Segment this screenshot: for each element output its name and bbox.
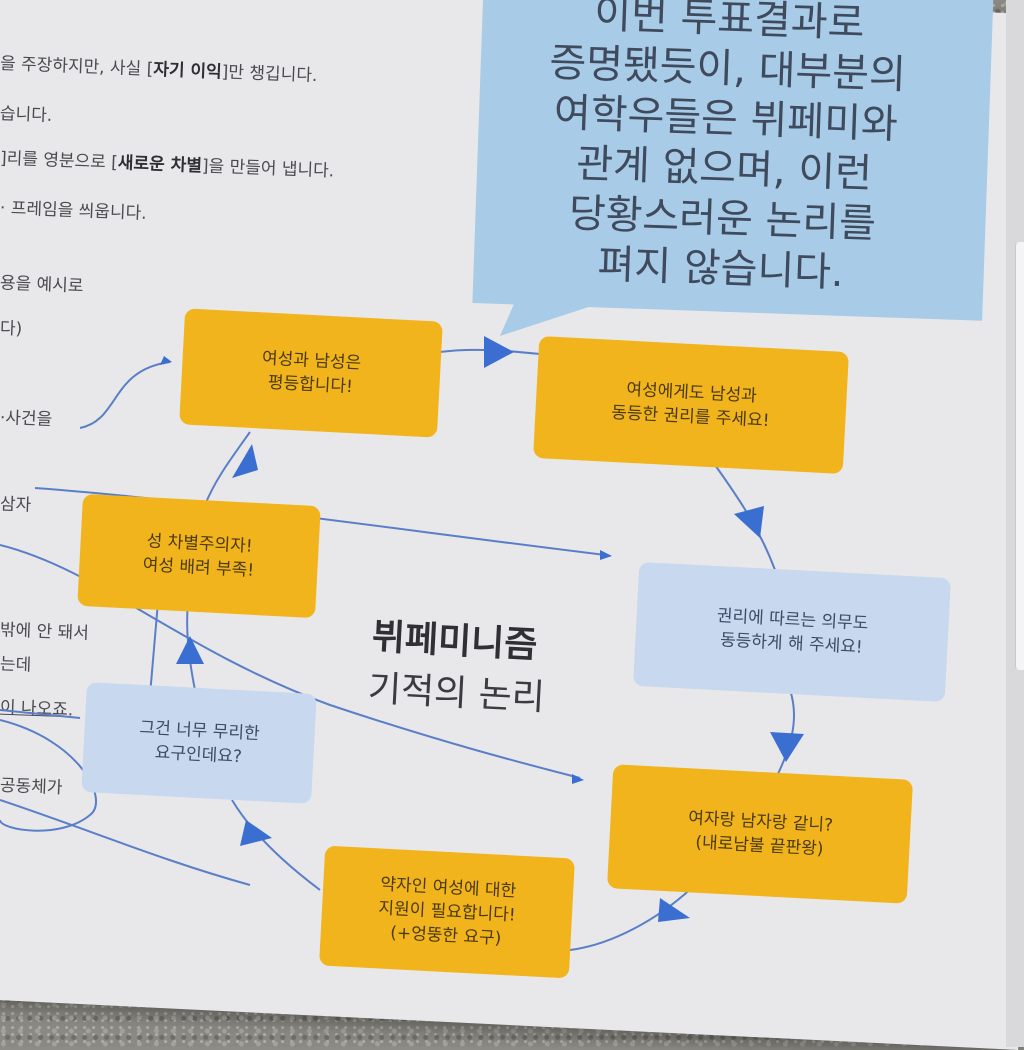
- connector-n7-n1: [204, 431, 251, 506]
- connector-intro: [79, 361, 171, 429]
- node-sexist: 성 차별주의자!여성 배려 부족!: [77, 493, 321, 619]
- connector-lower: [0, 799, 251, 886]
- arrowhead-4: [658, 898, 690, 922]
- connector-in: [0, 709, 81, 719]
- connector-n4-n5: [569, 879, 701, 951]
- connector-loop-left: [0, 719, 97, 832]
- connector-n5-n6: [231, 799, 321, 891]
- arrowhead-2: [734, 506, 764, 538]
- side-handle: [1015, 242, 1024, 670]
- arrowhead-6: [176, 636, 204, 664]
- diagram-title: 뷔페미니즘: [370, 616, 539, 667]
- connector-up: [149, 601, 159, 696]
- arrowhead-3: [770, 732, 804, 762]
- arrowhead-1: [484, 336, 514, 368]
- arrowhead-5: [240, 820, 272, 846]
- arrowhead-7: [232, 444, 258, 478]
- node-double-standard: 여자랑 남자랑 같니?(내로남불 끝판왕): [606, 764, 914, 904]
- diagram-subtitle: 기적의 논리: [366, 668, 546, 719]
